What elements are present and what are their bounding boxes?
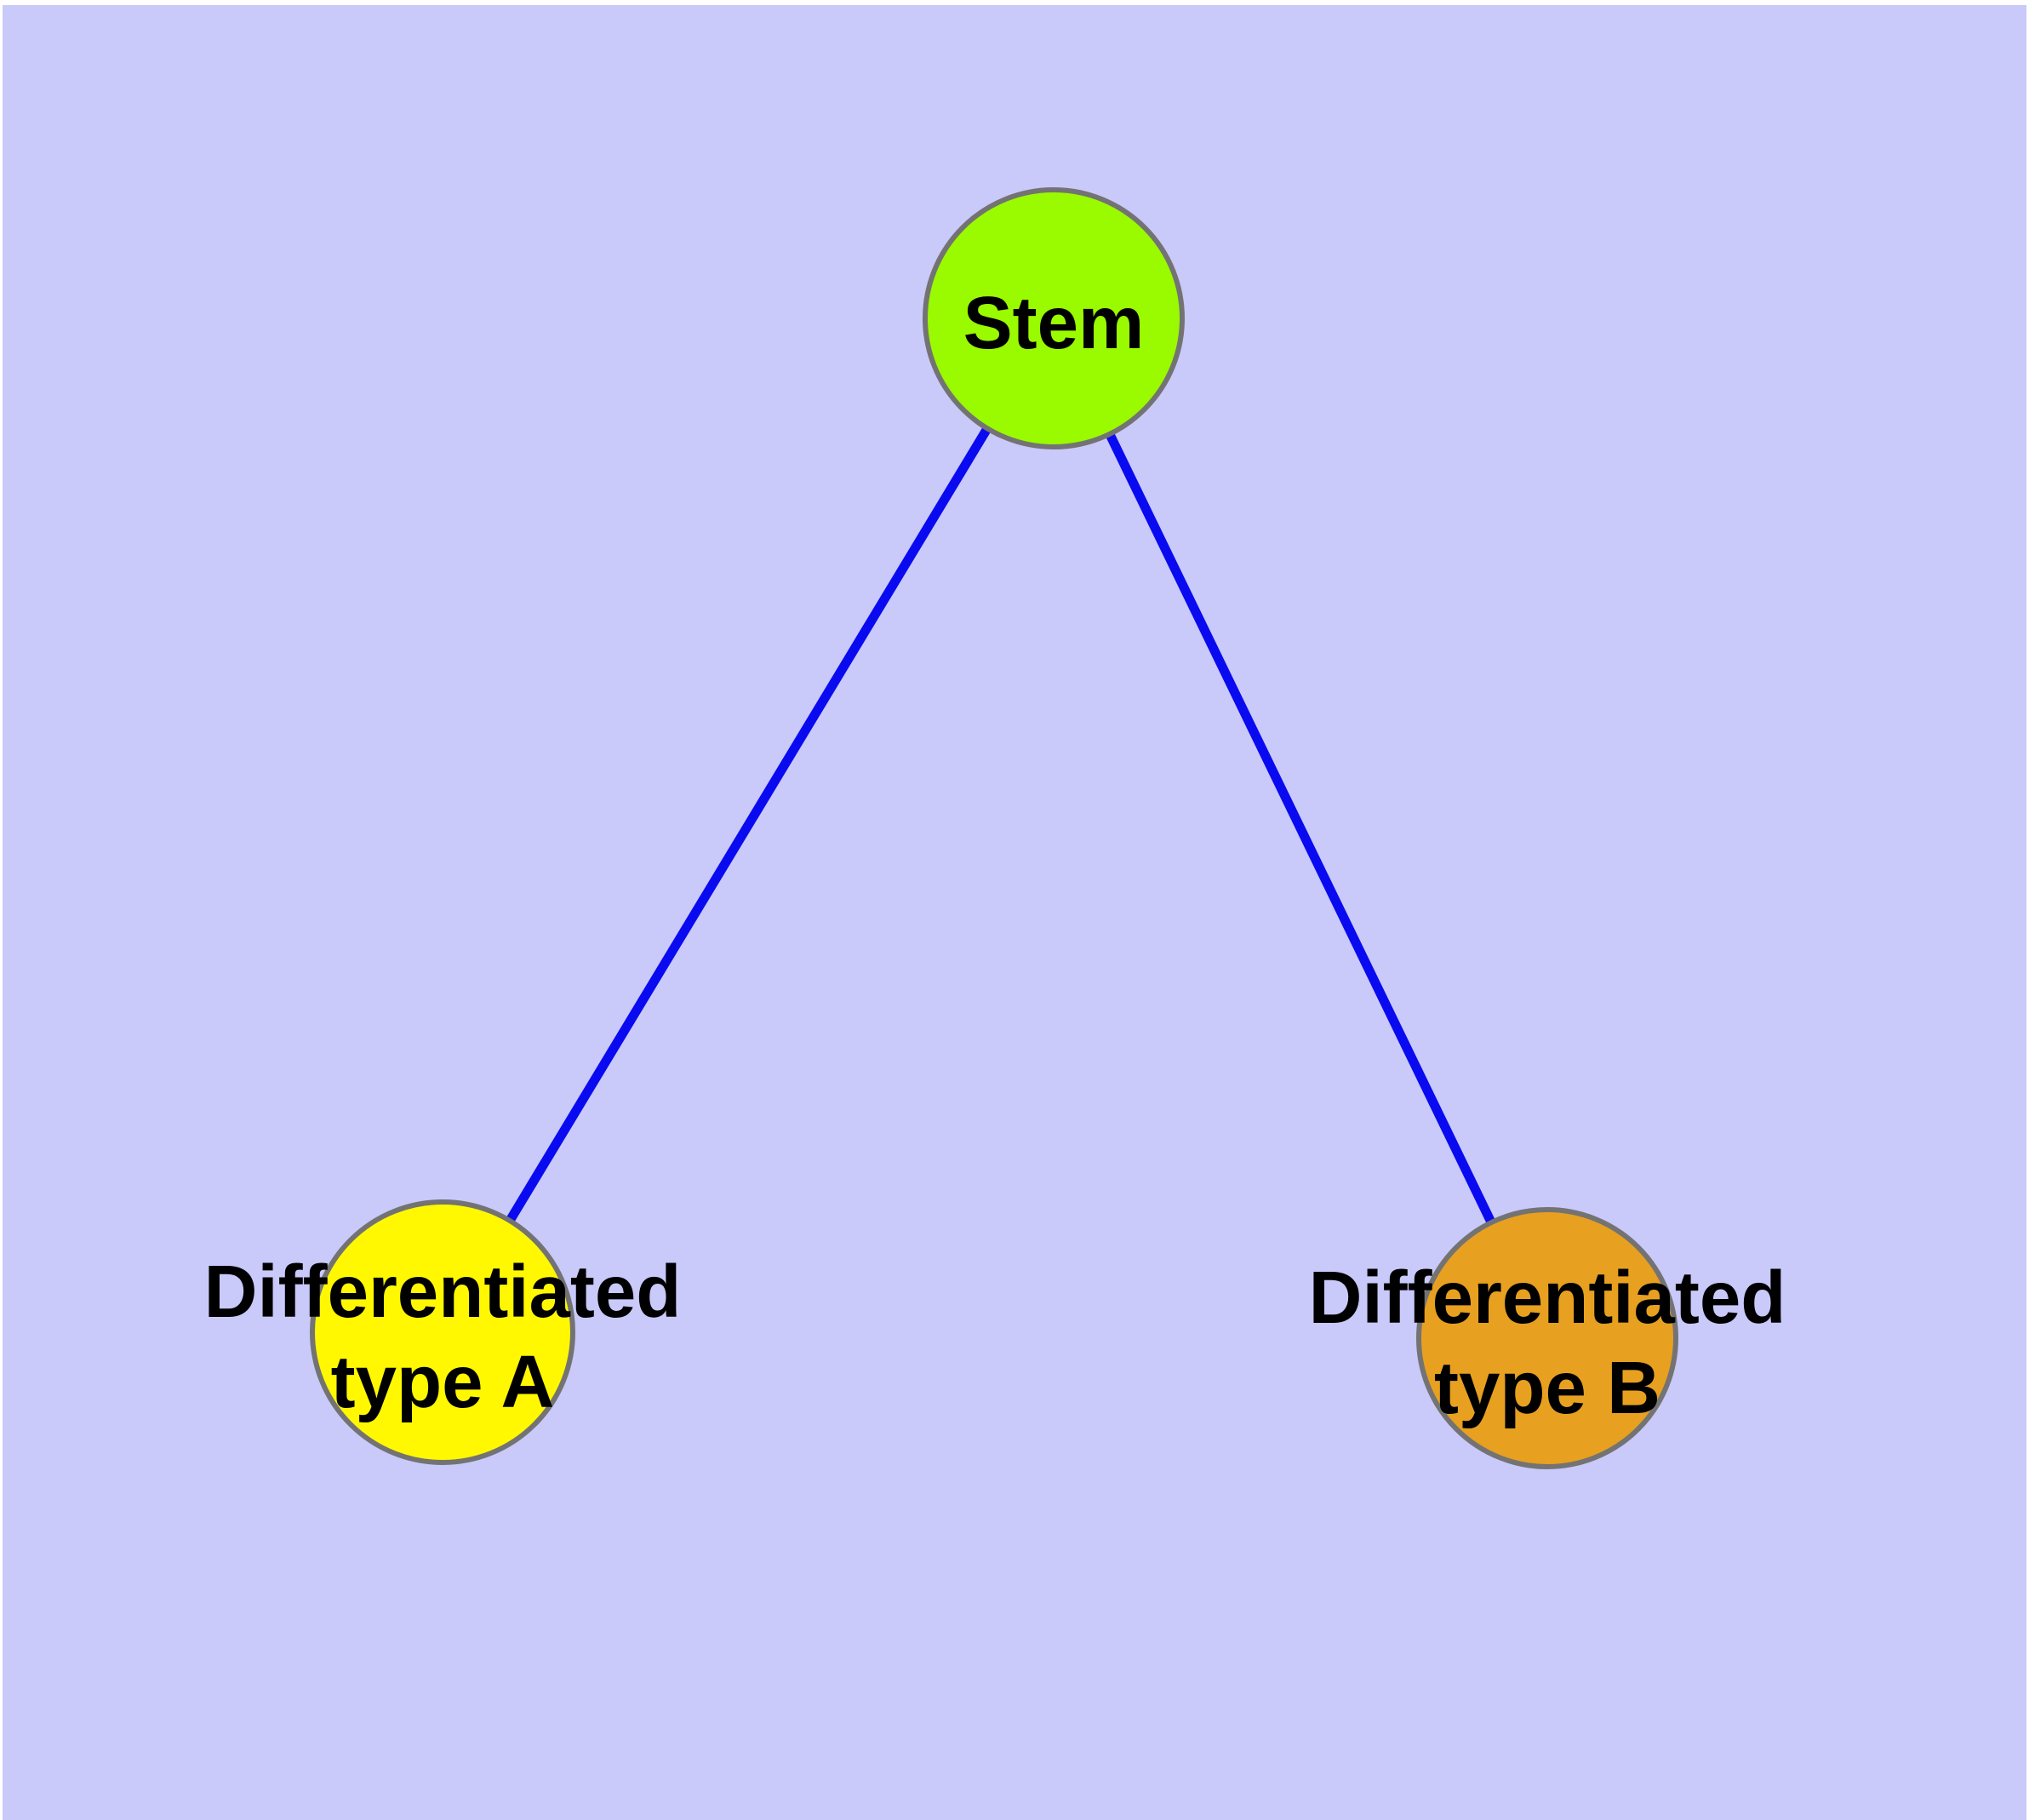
node-diff_a-label-line-2: type A bbox=[331, 1341, 555, 1423]
node-diff_a-label-line-1: Differentiated bbox=[204, 1251, 682, 1333]
node-diff_b-label-line-1: Differentiated bbox=[1309, 1256, 1786, 1339]
node-diff_a-circle bbox=[310, 1199, 575, 1465]
edge-stem-to-diff_a bbox=[438, 316, 1058, 1335]
node-diff_b-label-line-2: type B bbox=[1434, 1347, 1660, 1429]
edge-stem-to-diff_b bbox=[1049, 316, 1552, 1341]
node-diff_b-circle bbox=[1416, 1207, 1678, 1469]
node-stem-label: Stem bbox=[963, 282, 1145, 364]
node-stem-circle bbox=[923, 187, 1185, 449]
node-stem-label-line-1: Stem bbox=[963, 282, 1145, 364]
